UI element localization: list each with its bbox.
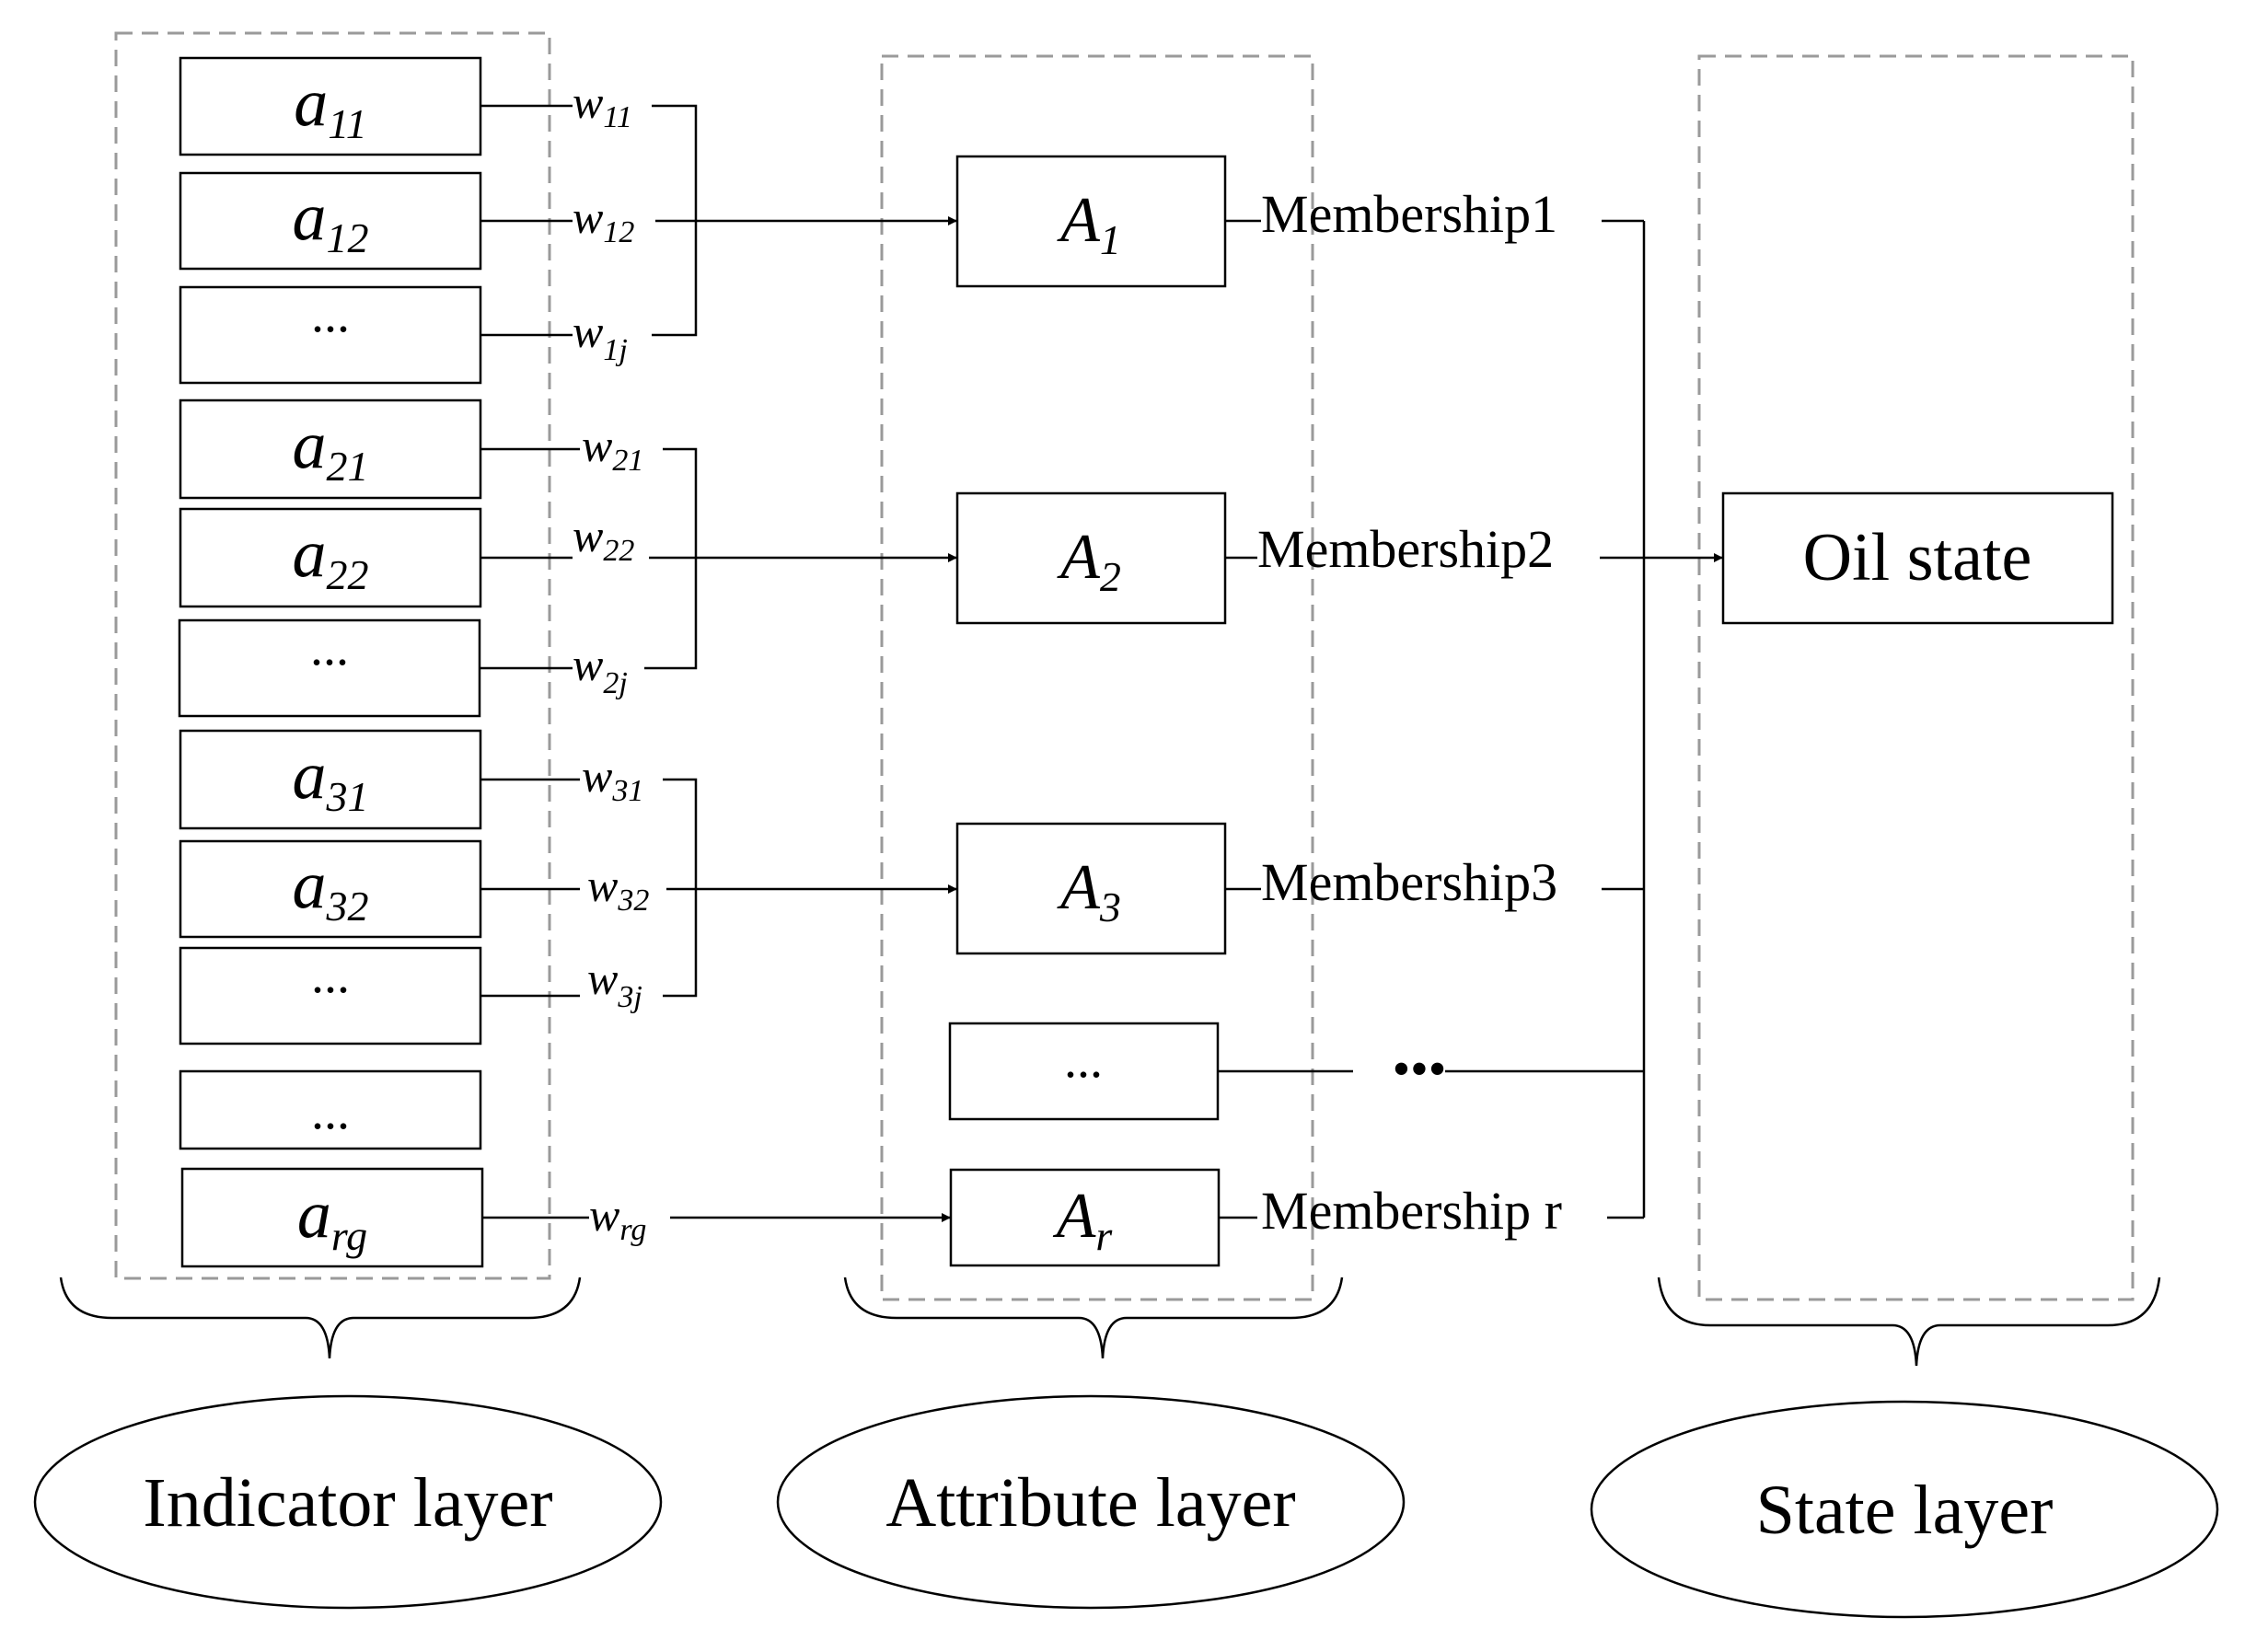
weight-bracket-group-3: [663, 778, 698, 998]
svg-text:a22: a22: [293, 516, 369, 598]
membership-label-r: Membership r: [1261, 1181, 1562, 1241]
svg-text:Oil state: Oil state: [1803, 520, 2032, 595]
indicator-layer-brace: [59, 1277, 582, 1359]
indicator-box-a32: a32: [179, 839, 482, 939]
attribute-box-Ar: Ar: [949, 1168, 1221, 1267]
indicator-box-a22: a22: [179, 507, 482, 608]
state-layer-brace: [1657, 1277, 2161, 1367]
svg-text:...: ...: [311, 286, 350, 343]
indicator-layer-frame: [114, 31, 551, 1280]
indicator-box-ellipsis-3: ...: [179, 946, 482, 1045]
weight-wrg: wrg: [589, 1189, 646, 1247]
attribute-layer-brace: [843, 1277, 1344, 1359]
indicator-box-a11: a11: [179, 56, 482, 156]
indicator-box-a21: a21: [179, 399, 482, 500]
layer-ellipse-indicator: Indicator layer: [33, 1394, 663, 1610]
weight-w11: w11: [573, 76, 632, 134]
indicator-box-a31: a31: [179, 729, 482, 830]
attribute-box-A1: A1: [955, 155, 1227, 288]
svg-text:a32: a32: [293, 848, 369, 930]
svg-text:A2: A2: [1057, 522, 1121, 600]
attribute-box-ellipsis: ...: [948, 1022, 1220, 1121]
svg-text:a11: a11: [294, 65, 367, 147]
membership-label-3: Membership3: [1261, 852, 1557, 912]
attribute-layer-frame: [880, 54, 1314, 1301]
layer-ellipse-attribute: Attribute layer: [776, 1394, 1406, 1610]
attribute-connectors: [1218, 219, 1353, 1219]
indicator-box-arg: arg: [180, 1167, 484, 1268]
indicator-box-ellipsis-2: ...: [178, 618, 481, 718]
membership-label-1: Membership1: [1261, 184, 1557, 244]
svg-text:...: ...: [311, 1083, 350, 1140]
svg-text:...: ...: [1064, 1032, 1103, 1089]
svg-text:arg: arg: [297, 1177, 367, 1259]
weight-w22: w22: [573, 510, 634, 568]
svg-text:a21: a21: [293, 408, 369, 490]
svg-text:Ar: Ar: [1053, 1181, 1114, 1259]
svg-text:Indicator layer: Indicator layer: [143, 1464, 552, 1542]
indicator-box-a12: a12: [179, 171, 482, 271]
membership-ellipsis: •••: [1393, 1041, 1447, 1098]
layer-ellipse-state: State layer: [1590, 1400, 2219, 1619]
svg-text:A3: A3: [1057, 852, 1121, 930]
membership-bracket: [1445, 219, 1646, 1219]
weight-w31: w31: [582, 750, 643, 808]
indicator-box-ellipsis-1: ...: [179, 285, 482, 385]
weight-w12: w12: [573, 191, 634, 249]
weight-w21: w21: [582, 420, 643, 478]
state-box-oil-state: Oil state: [1721, 491, 2114, 625]
attribute-box-A2: A2: [955, 491, 1227, 625]
weight-w3j: w3j: [587, 953, 642, 1014]
weight-w2j: w2j: [573, 639, 628, 700]
weight-w32: w32: [587, 860, 649, 918]
svg-text:A1: A1: [1057, 185, 1121, 263]
svg-text:Attribute layer: Attribute layer: [885, 1464, 1295, 1542]
svg-text:a12: a12: [293, 179, 369, 261]
indicator-box-ellipsis-4: ...: [179, 1069, 482, 1150]
indicator-connectors: [480, 104, 580, 998]
svg-text:...: ...: [311, 947, 350, 1004]
attribute-box-A3: A3: [955, 822, 1227, 955]
svg-text:State layer: State layer: [1756, 1472, 2054, 1549]
weight-w1j: w1j: [573, 306, 628, 367]
membership-label-2: Membership2: [1257, 519, 1554, 579]
state-layer-frame: [1697, 54, 2135, 1301]
svg-text:...: ...: [310, 619, 349, 676]
svg-text:a31: a31: [293, 738, 369, 820]
